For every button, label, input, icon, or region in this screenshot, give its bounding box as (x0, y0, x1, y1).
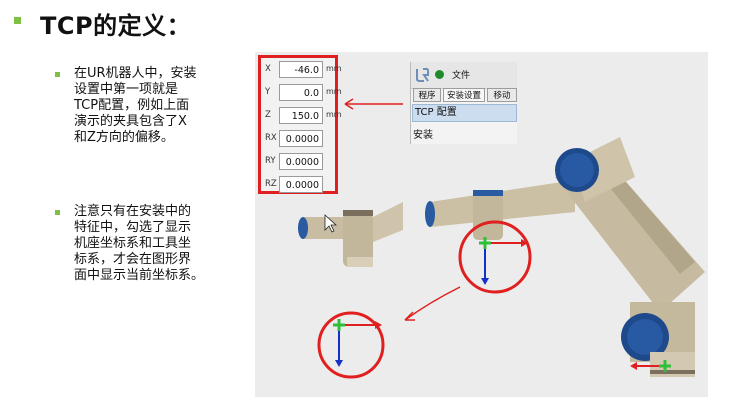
enlarged-coordinate-frame (317, 311, 385, 379)
tcp-config-item[interactable]: TCP 配置 (412, 104, 517, 122)
ry-offset-input[interactable]: 0.0000 (279, 153, 323, 170)
text-line: 和Z方向的偏移。 (74, 130, 174, 145)
text-line: 演示的夹具包含了X (74, 114, 187, 129)
text-line: 特征中，勾选了显示 (74, 220, 192, 235)
tcp-offset-fields: X -46.0 mm Y 0.0 mm Z 150.0 mm RX 0.0000… (258, 55, 342, 196)
installation-window: 文件 程序 安装设置 移动 TCP 配置 安装 (410, 62, 517, 144)
title-bullet (14, 17, 21, 24)
bullet-text-1: 在UR机器人中，安装 设置中第一项就是 TCP配置，例如上面 演示的夹具包含了X… (74, 66, 224, 146)
tab-program[interactable]: 程序 (413, 88, 441, 102)
text-line: 注意只有在安装中的 (74, 204, 192, 219)
text-line: TCP配置，例如上面 (74, 98, 190, 113)
text-line: 在UR机器人中，安装 (74, 66, 197, 81)
bullet-marker (55, 72, 60, 77)
robot-tool-middle (425, 180, 575, 240)
tcp-field-rx: RX 0.0000 (261, 130, 341, 150)
rx-offset-input[interactable]: 0.0000 (279, 130, 323, 147)
tcp-field-rz: RZ 0.0000 (261, 176, 341, 196)
field-label: Y (265, 87, 271, 97)
robot-tool-left (298, 202, 403, 267)
field-unit: mm (326, 64, 342, 73)
install-item[interactable]: 安装 (413, 130, 433, 141)
rz-offset-input[interactable]: 0.0000 (279, 176, 323, 193)
field-unit: mm (326, 87, 342, 96)
field-label: RY (265, 156, 276, 166)
z-offset-input[interactable]: 150.0 (279, 107, 323, 124)
tcp-field-ry: RY 0.0000 (261, 153, 341, 173)
field-label: RZ (265, 179, 277, 189)
tab-move[interactable]: 移动 (487, 88, 517, 102)
text-line: 机座坐标系和工具坐 (74, 236, 192, 251)
ur-logo-icon (416, 68, 429, 82)
text-line: 标系，才会在图形界 (74, 252, 192, 267)
tcp-field-y: Y 0.0 mm (261, 84, 342, 104)
bullet-marker (55, 210, 60, 215)
field-label: Z (265, 110, 271, 120)
tcp-field-x: X -46.0 mm (261, 61, 342, 81)
tcp-field-z: Z 150.0 mm (261, 107, 342, 127)
mouse-cursor-icon (324, 214, 338, 233)
base-coordinate-frame (630, 360, 671, 372)
bullet-text-2: 注意只有在安装中的 特征中，勾选了显示 机座坐标系和工具坐 标系，才会在图形界 … (74, 204, 224, 284)
x-offset-input[interactable]: -46.0 (279, 61, 323, 78)
text-line: 设置中第一项就是 (74, 82, 179, 97)
annotation-arrow-head (404, 311, 415, 321)
page-title: TCP的定义： (40, 12, 192, 40)
field-label: X (265, 64, 271, 74)
tab-installation[interactable]: 安装设置 (443, 88, 485, 102)
robot-scene (298, 137, 705, 379)
status-dot-icon (435, 70, 444, 79)
file-menu[interactable]: 文件 (452, 71, 471, 81)
field-label: RX (265, 133, 277, 143)
annotation-arrow (404, 286, 461, 321)
robot-arm-main (555, 137, 705, 377)
y-offset-input[interactable]: 0.0 (279, 84, 323, 101)
window-toolbar: 文件 (411, 62, 517, 89)
tool-coordinate-frame (458, 220, 532, 294)
field-unit: mm (326, 110, 342, 119)
text-line: 面中显示当前坐标系。 (74, 268, 205, 283)
